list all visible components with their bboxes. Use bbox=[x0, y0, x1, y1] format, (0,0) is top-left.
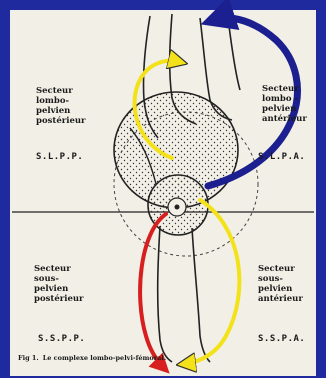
label-secteur-lombo-pelvien-anterieur: Secteur lombo - pelvien antérieur bbox=[262, 84, 307, 124]
code-sspa: S.S.P.A. bbox=[258, 334, 305, 344]
femur-shaft bbox=[158, 226, 210, 362]
label-secteur-lombo-pelvien-posterieur: Secteur lombo- pelvien postérieur bbox=[36, 86, 86, 126]
label-secteur-sous-pelvien-anterieur: Secteur sous- pelvien antérieur bbox=[258, 264, 303, 304]
label-secteur-sous-pelvien-posterieur: Secteur sous- pelvien postérieur bbox=[34, 264, 84, 304]
figure-caption-text: Le complexe lombo-pelvi-fémoral. bbox=[43, 354, 166, 362]
figure-number: Fig 1. bbox=[18, 354, 39, 362]
red-arrow bbox=[140, 214, 166, 368]
code-slpp: S.L.P.P. bbox=[36, 152, 83, 162]
figure-caption: Fig 1. Le complexe lombo-pelvi-fémoral. bbox=[18, 354, 166, 362]
femoral-center-dot bbox=[175, 205, 180, 210]
code-slpa: S.L.P.A. bbox=[258, 152, 305, 162]
code-sspp: S.S.P.P. bbox=[38, 334, 85, 344]
